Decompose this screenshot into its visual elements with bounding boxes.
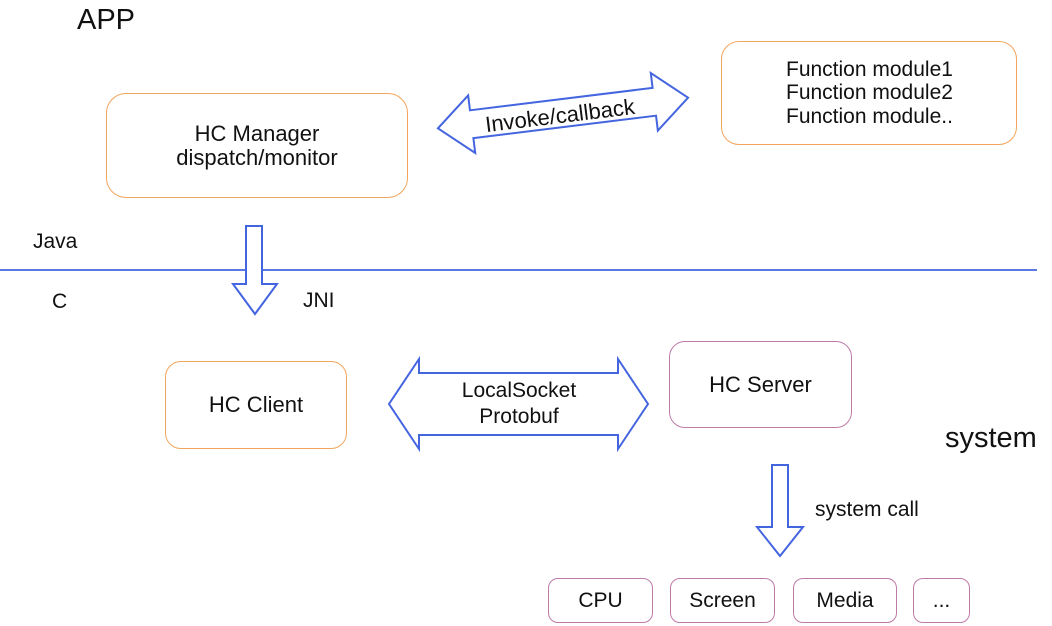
hc-manager-line1: HC Manager	[194, 120, 320, 146]
localsocket-label-line2: Protobuf	[479, 405, 559, 428]
screen-label: Screen	[689, 588, 756, 612]
hc-manager-line2: dispatch/monitor	[176, 144, 338, 170]
function-module-line3: Function module..	[786, 104, 953, 128]
hc-manager-box: HC Manager dispatch/monitor	[106, 93, 408, 198]
hc-client-box: HC Client	[165, 361, 347, 449]
invoke-callback-arrow	[436, 70, 690, 156]
screen-box: Screen	[670, 578, 775, 623]
hc-server-box: HC Server	[669, 341, 852, 428]
media-label: Media	[816, 588, 874, 612]
hc-client-label: HC Client	[208, 392, 304, 417]
system-call-label: system call	[815, 498, 919, 521]
function-module-line1: Function module1	[786, 57, 953, 81]
c-layer-label: C	[52, 290, 68, 313]
cpu-label: CPU	[578, 588, 623, 612]
cpu-box: CPU	[548, 578, 653, 623]
ellipsis-label: ...	[932, 588, 951, 612]
java-layer-label: Java	[33, 230, 78, 253]
function-module-line2: Function module2	[786, 81, 953, 105]
system-layer-label: system	[945, 422, 1037, 454]
function-modules-box: Function module1 Function module2 Functi…	[721, 41, 1017, 145]
localsocket-protobuf-label: LocalSocket Protobuf	[462, 378, 576, 430]
localsocket-label-line1: LocalSocket	[461, 379, 577, 402]
system-call-arrow	[754, 464, 806, 558]
ellipsis-box: ...	[913, 578, 970, 623]
jni-arrow	[231, 225, 279, 316]
media-box: Media	[793, 578, 897, 623]
jni-label: JNI	[303, 289, 335, 312]
localsocket-arrow	[387, 355, 650, 453]
hc-server-label: HC Server	[709, 371, 812, 397]
app-layer-label: APP	[77, 4, 136, 36]
